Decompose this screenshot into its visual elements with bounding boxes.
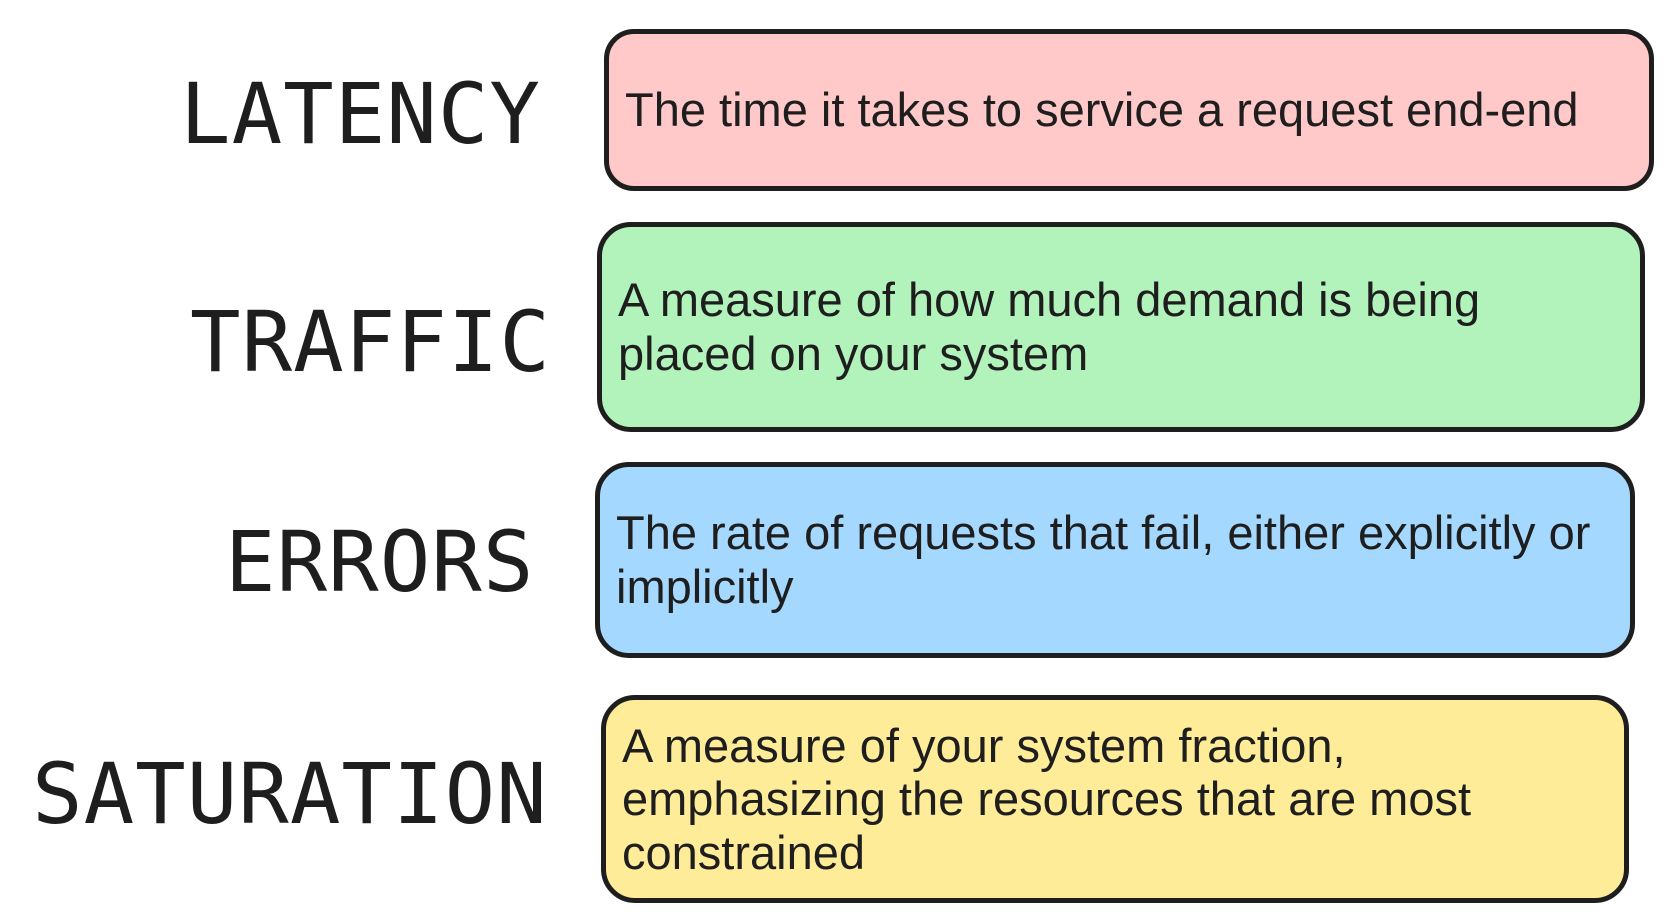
card-latency: The time it takes to service a request e… (604, 29, 1654, 191)
description-errors: The rate of requests that fail, either e… (616, 506, 1591, 613)
term-saturation: SATURATION (32, 745, 548, 843)
card-errors: The rate of requests that fail, either e… (595, 462, 1635, 658)
card-traffic: A measure of how much demand is being pl… (597, 222, 1645, 432)
term-traffic: TRAFFIC (190, 293, 552, 391)
term-errors: ERRORS (225, 513, 535, 611)
description-saturation: A measure of your system fraction, empha… (622, 718, 1472, 879)
term-latency: LATENCY (180, 65, 542, 163)
card-saturation: A measure of your system fraction, empha… (601, 695, 1629, 903)
description-latency: The time it takes to service a request e… (625, 83, 1579, 137)
description-traffic: A measure of how much demand is being pl… (618, 273, 1481, 380)
